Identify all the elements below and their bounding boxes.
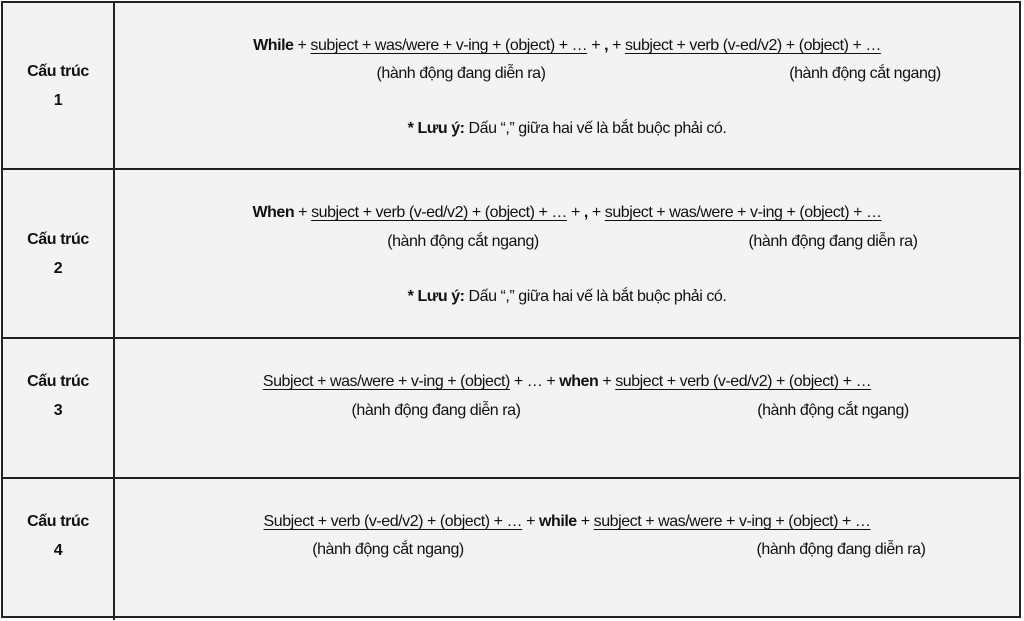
label-interrupt: (hành động cắt ngang) [789,65,941,82]
keyword: when [559,373,599,390]
note: * Lưu ý: Dấu “,” giữa hai vế là bắt buộc… [115,288,1019,306]
plus: + [522,513,539,530]
note-text: Dấu “,” giữa hai vế là bắt buộc phải có. [464,120,727,137]
table-row: Cấu trúc 3 Subject + was/were + v-ing + (… [3,339,1019,479]
label-ongoing: (hành động đang diễn ra) [351,402,521,419]
plus: + [598,373,616,390]
note-text: Dấu “,” giữa hai vế là bắt buộc phải có. [464,288,727,305]
row-header: Cấu trúc 2 [3,170,115,337]
note-label: * Lưu ý: [407,288,465,305]
label-ongoing: (hành động đang diễn ra) [376,65,546,82]
plus: + [587,37,605,54]
plus: + [608,37,625,54]
header-label: Cấu trúc [27,373,89,390]
formula: While + subject + was/were + v-ing + (ob… [115,37,1019,55]
header-label: Cấu trúc [27,513,89,530]
label-ongoing: (hành động đang diễn ra) [748,233,918,250]
clause-interrupt: subject + verb (v-ed/v2) + (object) + … [311,204,567,221]
header-label: Cấu trúc [27,62,89,80]
formula: Subject + verb (v-ed/v2) + (object) + … … [115,513,1019,531]
label-interrupt: (hành động cắt ngang) [757,402,909,419]
plus: + [294,204,312,221]
plus: + [293,37,311,54]
note-label: * Lưu ý: [407,120,465,137]
keyword: When [252,204,295,221]
formula: When + subject + verb (v-ed/v2) + (objec… [115,204,1019,222]
formula: Subject + was/were + v-ing + (object) + … [115,373,1019,391]
keyword: while [539,513,577,530]
label-ongoing: (hành động đang diễn ra) [756,541,926,558]
note: * Lưu ý: Dấu “,” giữa hai vế là bắt buộc… [115,120,1019,138]
header-number: 4 [53,542,63,559]
clause-ongoing: subject + was/were + v-ing + (object) + … [310,37,588,54]
clause-interrupt: subject + verb (v-ed/v2) + (object) + … [624,37,881,54]
row-header: Cấu trúc 1 [3,3,115,168]
plus: + [587,204,605,221]
row-header: Cấu trúc 3 [3,339,115,477]
header-number: 2 [53,259,63,277]
header-number: 1 [53,91,63,109]
clause-ongoing: subject + was/were + v-ing + (object) + … [593,513,871,530]
table-row: Cấu trúc 2 When + subject + verb (v-ed/v2… [3,170,1019,339]
comma: , [604,37,609,54]
clause-interrupt: Subject + verb (v-ed/v2) + (object) + … [263,513,523,530]
clause-ongoing: subject + was/were + v-ing + (object) + … [604,204,882,221]
plus: + [576,513,594,530]
label-interrupt: (hành động cắt ngang) [312,541,464,558]
header-number: 3 [53,402,63,419]
keyword: While [253,37,294,54]
table-row: Cấu trúc 1 While + subject + was/were + v… [3,3,1019,170]
label-interrupt: (hành động cắt ngang) [387,233,539,250]
clause-ongoing: Subject + was/were + v-ing + (object) [262,373,510,390]
clause-interrupt: subject + verb (v-ed/v2) + (object) + … [615,373,872,390]
plus-ellipsis: + … + [509,373,560,390]
header-label: Cấu trúc [27,230,89,248]
row-header: Cấu trúc 4 [3,479,115,620]
table-row: Cấu trúc 4 Subject + verb (v-ed/v2) + (ob… [3,479,1019,620]
comma: , [583,204,588,221]
plus: + [566,204,584,221]
